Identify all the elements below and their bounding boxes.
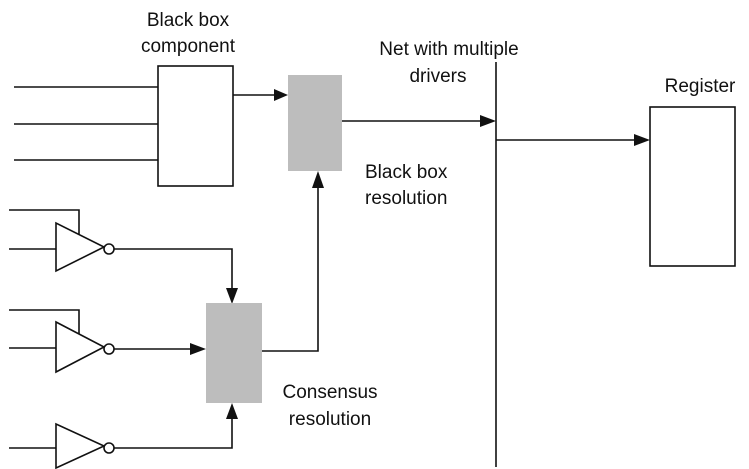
inverter-bubble	[103, 442, 115, 454]
black-box-resolution-label-line1: Black box	[365, 162, 448, 183]
inverter-bubble	[103, 343, 115, 355]
inverter-bubble	[103, 243, 115, 255]
inverter-gate	[55, 221, 106, 273]
register-label: Register	[665, 76, 736, 97]
arrowhead	[226, 403, 238, 419]
arrowhead	[190, 343, 206, 355]
arrowhead	[274, 89, 288, 101]
inverter-input-wire	[9, 209, 80, 235]
consensus-resolution-block	[206, 303, 262, 403]
consensus-output-wire	[262, 186, 319, 352]
arrowhead	[480, 115, 496, 127]
inverter-gate	[55, 320, 106, 374]
register-block	[649, 106, 736, 267]
inverter-gate	[55, 422, 106, 469]
net-label-line2: drivers	[409, 66, 466, 87]
net-label-line1: Net with multiple	[379, 39, 518, 60]
consensus-label-line2: resolution	[289, 409, 371, 430]
arrowhead	[312, 171, 324, 188]
black-box-label-line1: Black box	[147, 10, 230, 31]
black-box-resolution-label-line2: resolution	[365, 188, 447, 209]
black-box-label-line2: component	[141, 36, 236, 57]
inverter-output-wire	[114, 415, 233, 449]
black-box-component	[157, 65, 234, 187]
black-box-resolution-block	[288, 75, 342, 171]
consensus-label-line1: Consensus	[282, 382, 377, 403]
arrowhead	[634, 134, 650, 146]
inverter-input-wire	[9, 309, 80, 336]
arrowhead	[226, 288, 238, 304]
inverter-output-wire	[114, 248, 233, 292]
